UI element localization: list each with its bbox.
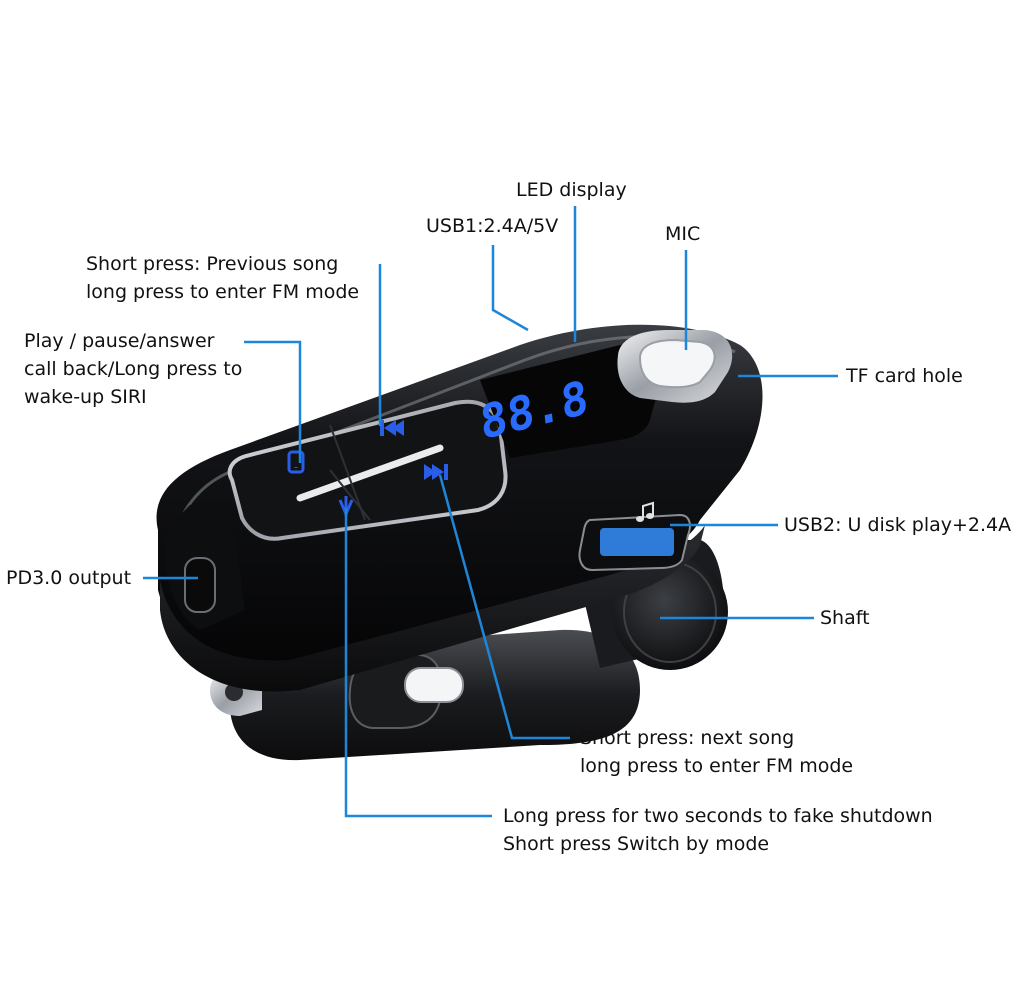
tf-card-label: TF card hole: [846, 365, 963, 387]
shaft-label: Shaft: [820, 607, 870, 629]
pd-output-label: PD3.0 output: [6, 567, 132, 589]
leader-next: [438, 474, 570, 740]
previous-track-icon[interactable]: [380, 420, 404, 436]
usb1-label: USB1:2.4A/5V: [426, 215, 559, 237]
play-pause-label: Play / pause/answer call back/Long press…: [24, 330, 243, 408]
mode-button-label: Long press for two seconds to fake shutd…: [503, 805, 933, 855]
music-note-icon: [636, 501, 654, 522]
usb-a-port: [600, 528, 674, 556]
next-track-icon[interactable]: [424, 464, 448, 480]
leader-mode: [344, 508, 492, 818]
phone-icon[interactable]: [287, 450, 305, 474]
next-song-label: Short press: next song long press to ent…: [580, 727, 854, 777]
usb2-label: USB2: U disk play+2.4A: [784, 514, 1011, 536]
prev-song-label: Short press: Previous song long press to…: [86, 253, 360, 303]
leader-lines: [143, 206, 838, 818]
usb-c-port: [184, 557, 216, 613]
led-display-label: LED display: [516, 179, 627, 201]
leader-usb1: [491, 245, 529, 332]
device-body: [156, 324, 763, 692]
leader-play: [244, 340, 302, 463]
mic-label: MIC: [665, 223, 701, 245]
